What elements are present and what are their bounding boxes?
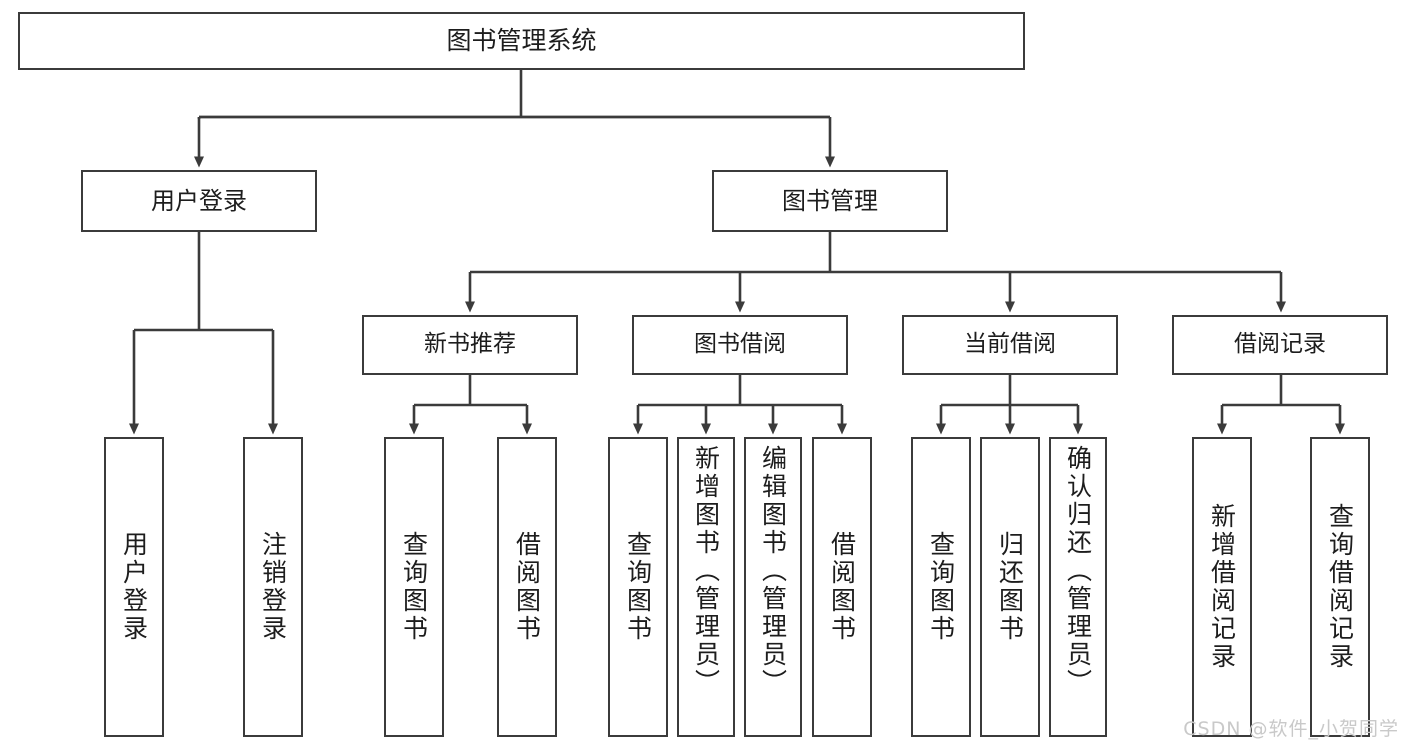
node-new-book-recommend[interactable]: 新书推荐 <box>362 315 578 375</box>
leaf-borrow-query-book[interactable]: 查询图书 <box>608 437 668 737</box>
leaf-record-add-record[interactable]: 新增借阅记录 <box>1192 437 1252 737</box>
leaf-user-login-logout[interactable]: 注销登录 <box>243 437 303 737</box>
leaf-borrow-borrow-book[interactable]: 借阅图书 <box>812 437 872 737</box>
leaf-borrow-edit-book[interactable]: 编辑图书（管理员） <box>744 437 802 737</box>
node-borrow-record-label: 借阅记录 <box>1234 331 1326 358</box>
leaf-current-return-book[interactable]: 归还图书 <box>980 437 1040 737</box>
leaf-current-query-book-label: 查询图书 <box>926 531 956 643</box>
leaf-recommend-query-book-label: 查询图书 <box>399 531 429 643</box>
node-root-system[interactable]: 图书管理系统 <box>18 12 1025 70</box>
leaf-current-confirm-return[interactable]: 确认归还（管理员） <box>1049 437 1107 737</box>
leaf-record-add-record-label: 新增借阅记录 <box>1207 503 1237 671</box>
leaf-recommend-borrow-book-label: 借阅图书 <box>512 531 542 643</box>
node-new-book-recommend-label: 新书推荐 <box>424 331 516 358</box>
leaf-user-login-logout-label: 注销登录 <box>258 531 288 643</box>
leaf-borrow-borrow-book-label: 借阅图书 <box>827 531 857 643</box>
csdn-watermark: CSDN @软件_小贺同学 <box>1183 718 1399 740</box>
leaf-borrow-add-book[interactable]: 新增图书（管理员） <box>677 437 735 737</box>
leaf-user-login-login-label: 用户登录 <box>119 531 149 643</box>
leaf-record-query-record-label: 查询借阅记录 <box>1325 503 1355 671</box>
node-book-management-label: 图书管理 <box>782 186 878 215</box>
leaf-current-confirm-return-label: 确认归还（管理员） <box>1063 445 1093 697</box>
node-borrow-record[interactable]: 借阅记录 <box>1172 315 1388 375</box>
leaf-borrow-query-book-label: 查询图书 <box>623 531 653 643</box>
leaf-borrow-edit-book-label: 编辑图书（管理员） <box>758 445 788 697</box>
leaf-current-query-book[interactable]: 查询图书 <box>911 437 971 737</box>
leaf-recommend-borrow-book[interactable]: 借阅图书 <box>497 437 557 737</box>
node-current-borrow[interactable]: 当前借阅 <box>902 315 1118 375</box>
leaf-recommend-query-book[interactable]: 查询图书 <box>384 437 444 737</box>
node-root-system-label: 图书管理系统 <box>446 26 597 56</box>
leaf-current-return-book-label: 归还图书 <box>995 531 1025 643</box>
node-user-login-label: 用户登录 <box>151 186 247 215</box>
leaf-record-query-record[interactable]: 查询借阅记录 <box>1310 437 1370 737</box>
leaf-user-login-login[interactable]: 用户登录 <box>104 437 164 737</box>
node-current-borrow-label: 当前借阅 <box>964 331 1056 358</box>
node-book-borrow-label: 图书借阅 <box>694 331 786 358</box>
leaf-borrow-add-book-label: 新增图书（管理员） <box>691 445 721 697</box>
node-book-borrow[interactable]: 图书借阅 <box>632 315 848 375</box>
node-user-login[interactable]: 用户登录 <box>81 170 317 232</box>
node-book-management[interactable]: 图书管理 <box>712 170 948 232</box>
